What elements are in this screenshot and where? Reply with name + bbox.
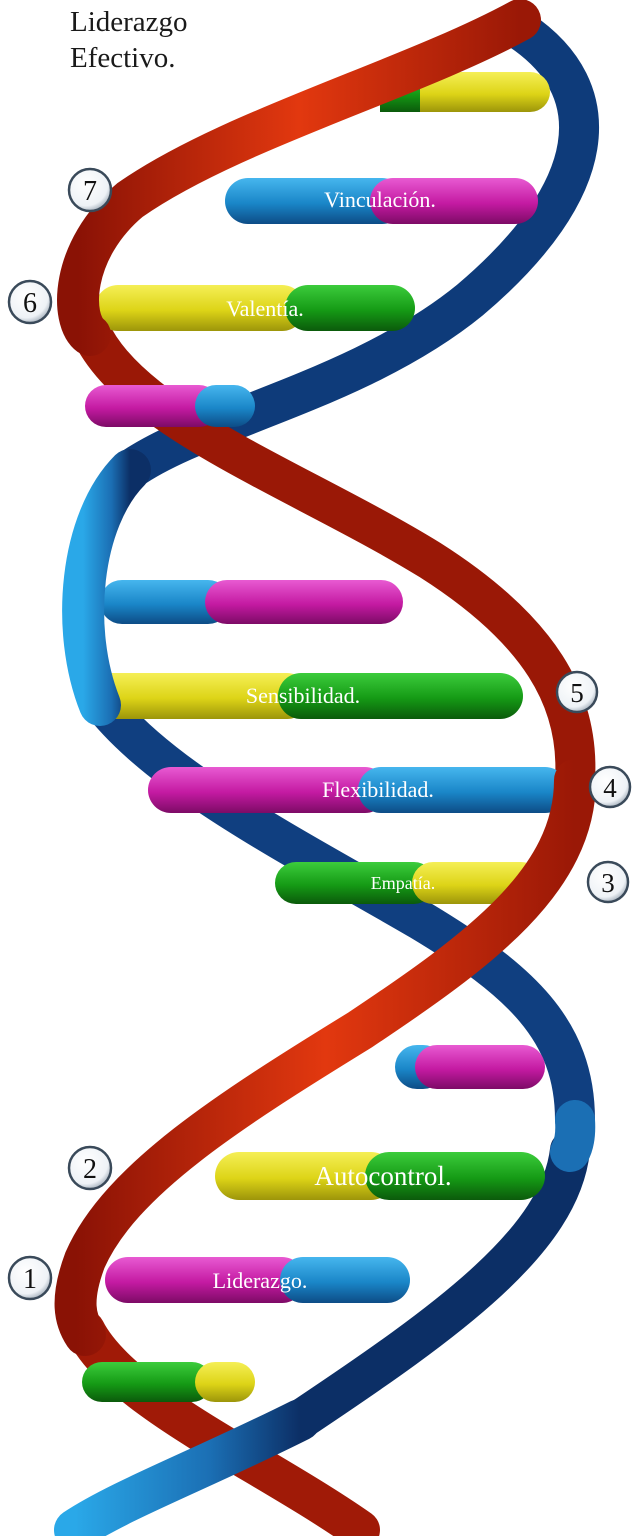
base-pair-unlabeled-middle [100, 580, 403, 624]
title-line-1: Liderazgo [70, 6, 188, 38]
base-pair-bottom [82, 1362, 255, 1402]
badge-4-number: 4 [603, 773, 617, 803]
label-sensibilidad: Sensibilidad. [246, 683, 360, 708]
number-badges: 7 6 5 4 3 2 1 [7, 167, 632, 1301]
base-pairs [82, 72, 568, 1402]
badge-1-number: 1 [23, 1264, 37, 1295]
label-valentia: Valentía. [226, 296, 304, 321]
diagram-title: Liderazgo Efectivo. [70, 4, 188, 76]
badge-7-number: 7 [83, 176, 97, 207]
base-pair-autocontrol [215, 1152, 545, 1200]
base-pair-liderazgo [105, 1257, 410, 1303]
base-pair-valentia [95, 285, 415, 331]
badge-3-number: 3 [601, 868, 615, 898]
label-autocontrol: Autocontrol. [314, 1161, 451, 1191]
badge-6: 6 [7, 279, 53, 325]
badge-1: 1 [7, 1255, 53, 1301]
label-vinculacion: Vinculación. [324, 187, 436, 212]
badge-4: 4 [588, 765, 632, 809]
trait-labels: Vinculación. Valentía. Sensibilidad. Fle… [213, 187, 452, 1293]
badge-5: 5 [555, 670, 599, 714]
base-pair-vinculacion [225, 178, 538, 224]
blue-strand-back [80, 10, 599, 1440]
badge-2-number: 2 [83, 1154, 97, 1185]
blue-strand-front [54, 449, 596, 1536]
badge-5-number: 5 [570, 678, 584, 708]
label-empatia: Empatía. [371, 873, 435, 893]
label-flexibilidad: Flexibilidad. [322, 777, 434, 802]
badge-3: 3 [586, 860, 630, 904]
base-pair-unlabeled-lower [395, 1045, 545, 1089]
label-liderazgo: Liderazgo. [213, 1268, 308, 1293]
red-strand-front [54, 0, 596, 1356]
base-pair-sensibilidad [85, 673, 523, 719]
base-pair-unlabeled-upper [85, 385, 255, 427]
base-pair-flexibilidad [148, 767, 568, 813]
badge-7: 7 [67, 167, 113, 213]
badge-2: 2 [67, 1145, 113, 1191]
title-line-2: Efectivo. [70, 42, 176, 74]
badge-6-number: 6 [23, 288, 37, 319]
